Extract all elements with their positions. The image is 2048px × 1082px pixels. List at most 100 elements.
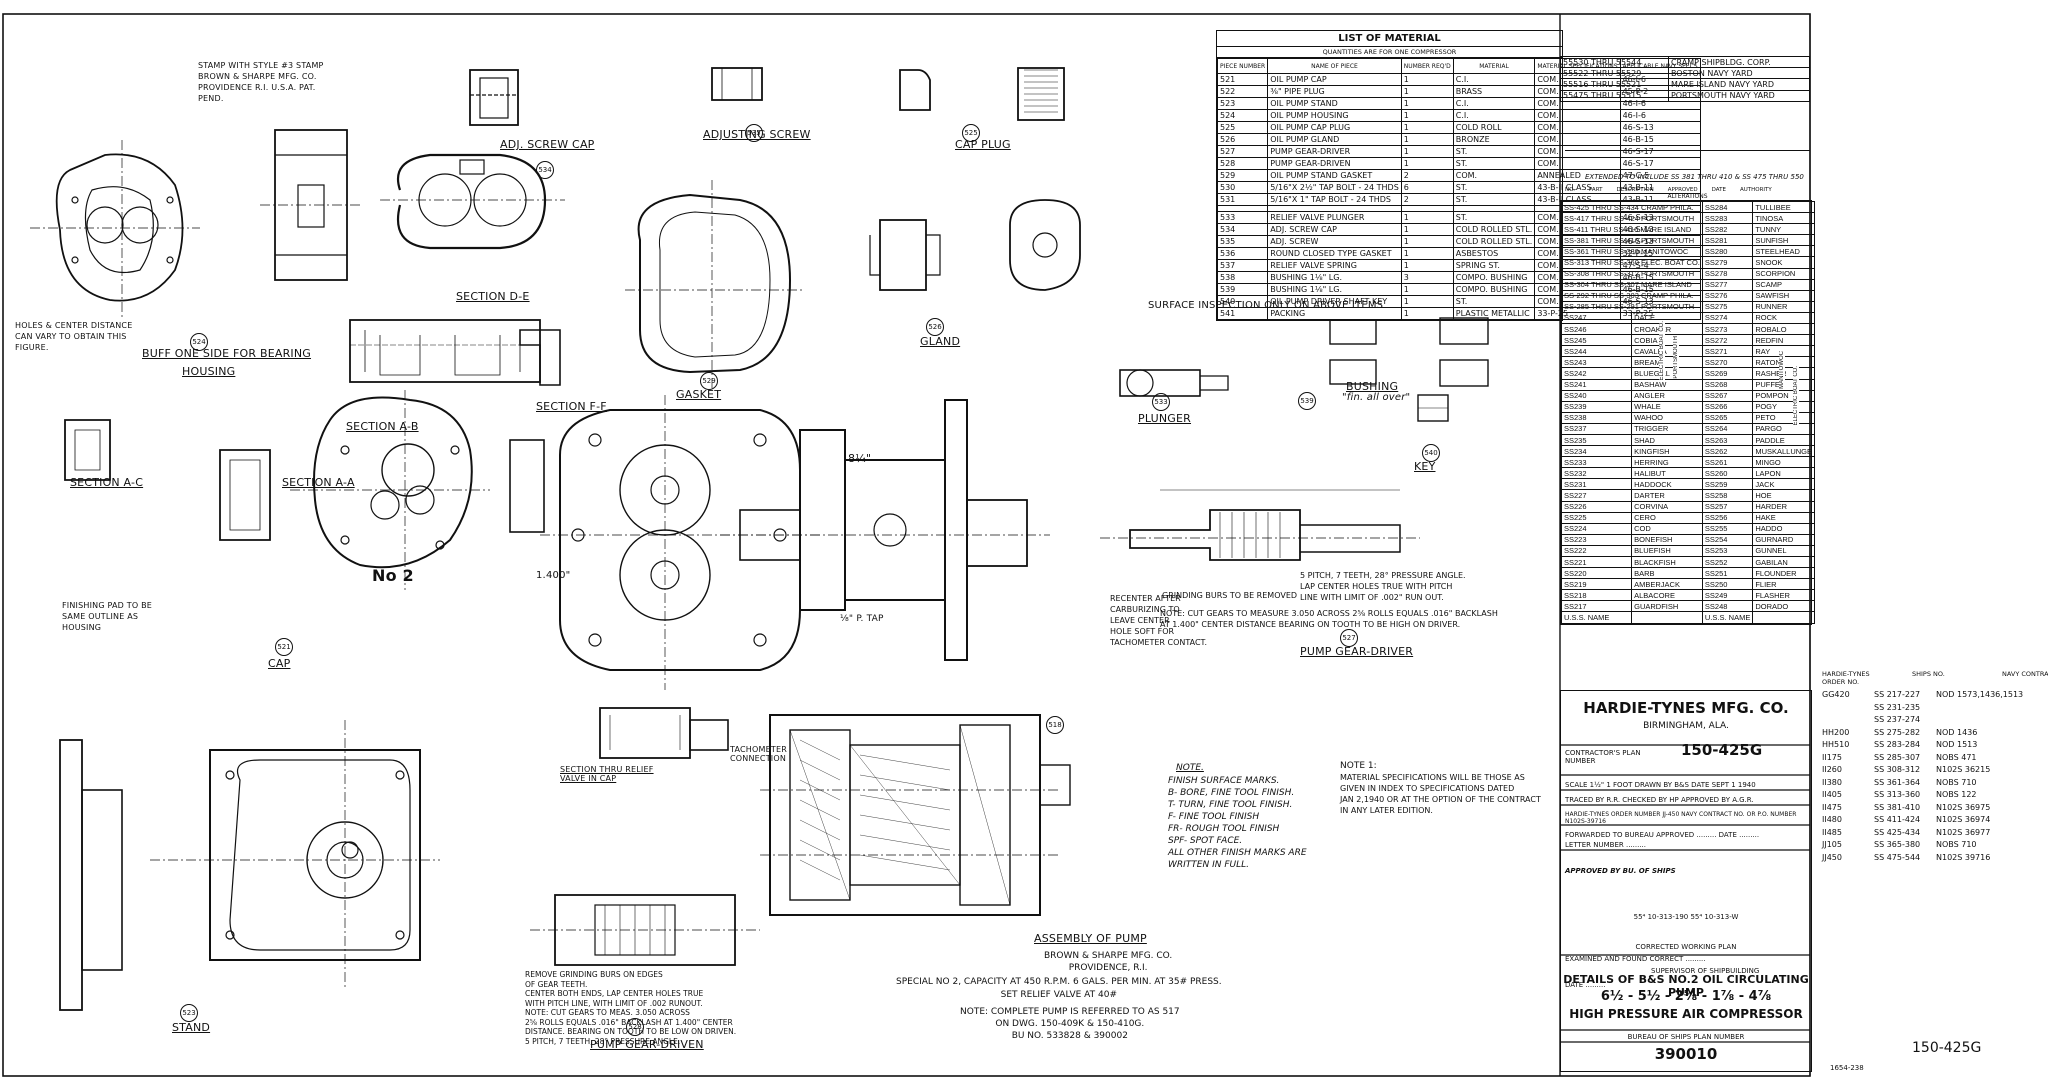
- order-cell: II480: [1822, 815, 1842, 824]
- hull-range-cell: SS-425 THRU SS-434 CRAMP PHILA.: [1561, 200, 1703, 214]
- drawing-title-line2: 6½ - 5½ - 2⅝ - 1⅞ - 4⅞: [1600, 989, 1772, 1004]
- boat-cell: SS248: [1701, 600, 1754, 613]
- boat-cell: CERO: [1631, 511, 1703, 524]
- material-cell: 531: [1216, 193, 1269, 206]
- section-ab-label: SECTION A-B: [346, 420, 419, 433]
- boat-cell: SS224: [1560, 522, 1633, 535]
- boat-cell: FLASHER: [1752, 589, 1816, 602]
- material-cell: 1: [1400, 97, 1454, 110]
- boat-cell: CORVINA: [1631, 500, 1703, 513]
- boat-cell: ANGLER: [1631, 389, 1703, 402]
- hull-range-cell: SS-285 THRU SS-291 PORTSMOUTH: [1561, 300, 1703, 313]
- pump-gear-driven-label: PUMP GEAR-DRIVEN: [590, 1038, 704, 1051]
- material-cell: 1: [1400, 259, 1454, 272]
- gland-label: GLAND: [920, 335, 961, 348]
- order-cell: SS 217-227: [1874, 690, 1921, 699]
- boat-cell: HARDER: [1752, 500, 1816, 513]
- boat-cell: SS254: [1701, 533, 1754, 546]
- boat-cell: SS252: [1701, 555, 1754, 569]
- hull-number-cell: SS282: [1701, 223, 1754, 236]
- material-cell: ST.: [1452, 181, 1536, 194]
- assembly-label: ASSEMBLY OF PUMP: [1034, 932, 1147, 945]
- material-cell: 5/16"x 1" TAP BOLT - 24 THDS: [1267, 193, 1402, 206]
- boat-cell: POMPON: [1752, 389, 1816, 402]
- boat-cell: DACE: [1631, 311, 1703, 325]
- callout-539: 539: [1298, 392, 1316, 410]
- boat-cell: SHAD: [1631, 433, 1703, 447]
- order-cell: NOd 1573,1436,1513: [1936, 690, 2024, 699]
- ships-range-cell: CRAMP SHIPBLDG. CORP.: [1667, 55, 1811, 69]
- builder-label: MANITOWOC: [1779, 351, 1785, 389]
- callout-540: 540: [1422, 444, 1440, 462]
- material-cell: COMPO. BUSHING: [1452, 283, 1536, 296]
- note1: MATERIAL SPECIFICATIONS WILL BE THOSE AS…: [1340, 773, 1541, 815]
- boat-cell: COBIA: [1631, 334, 1703, 347]
- order-cell: N102s 36977: [1936, 827, 1991, 837]
- boat-cell: SS227: [1560, 489, 1633, 502]
- boat-cell: PARGO: [1752, 422, 1816, 435]
- bushing-label: BUSHING: [1346, 380, 1399, 393]
- ships-range-cell: BOSTON NAVY YARD: [1667, 67, 1811, 80]
- boat-cell: SS260: [1701, 467, 1754, 480]
- boat-cell: BLUEGILL: [1631, 367, 1703, 380]
- boat-cell: SS272: [1701, 334, 1754, 347]
- order-row: SS 231-235: [1822, 703, 2048, 716]
- boat-cell: WHALE: [1631, 400, 1703, 413]
- section-ff-label: SECTION F-F: [536, 400, 607, 413]
- boat-cell: SS273: [1701, 323, 1754, 336]
- boat-cell: SS233: [1560, 456, 1633, 469]
- assembly-section-view: [760, 714, 1071, 916]
- boat-cell: WAHOO: [1631, 411, 1703, 424]
- hull-range-cell: SS-304 THRU SS-307 MARE ISLAND: [1561, 278, 1703, 291]
- hull-name-cell: SNOOK: [1752, 256, 1816, 269]
- stamp-note: STAMP WITH STYLE #3 STAMP BROWN & SHARPE…: [198, 61, 324, 103]
- material-cell: 3: [1400, 271, 1454, 284]
- boat-cell: CROAKER: [1631, 323, 1703, 336]
- hull-range-cell: SS-417 THRU SS-424 PORTSMOUTH: [1561, 212, 1703, 225]
- order-cell: N102s 36975: [1936, 802, 1991, 812]
- material-cell: ST.: [1452, 145, 1536, 158]
- material-column-header: NUMBER REQ'D: [1400, 58, 1454, 74]
- boat-cell: GURNARD: [1752, 533, 1816, 546]
- material-cell: COM.: [1534, 109, 1621, 122]
- material-cell: BUSHING 1⅛" LG.: [1267, 283, 1402, 296]
- letter-line: LETTER NUMBER .........: [1565, 841, 1647, 849]
- traced-line: TRACED BY R.R. CHECKED BY HP APPROVED BY…: [1565, 796, 1754, 804]
- material-cell: 533: [1216, 211, 1269, 224]
- order-cell: NOBs 471: [1936, 752, 1977, 762]
- boat-cell: FLOUNDER: [1752, 567, 1816, 580]
- boat-cell: SS237: [1560, 422, 1633, 435]
- hull-number-cell: SS278: [1701, 267, 1754, 280]
- boat-cell: FLIER: [1752, 578, 1816, 591]
- pump-gear-driver-label: PUMP GEAR-DRIVER: [1300, 645, 1414, 658]
- boat-cell: SS220: [1560, 567, 1633, 580]
- boat-cell: SS239: [1560, 400, 1633, 413]
- material-cell: C.I.: [1452, 97, 1536, 110]
- housing-view: [30, 129, 360, 320]
- boat-cell: ROCK: [1752, 311, 1816, 325]
- boat-cell: ROBALO: [1752, 323, 1816, 336]
- order-cell: SS 308-312: [1874, 765, 1921, 774]
- company-city: BIRMINGHAM, ALA.: [1643, 721, 1729, 731]
- order-cell: SS 275-282: [1874, 727, 1921, 737]
- material-cell: 529: [1216, 169, 1269, 182]
- drawing-title-line3: HIGH PRESSURE AIR COMPRESSOR: [1569, 1007, 1803, 1021]
- key-label: KEY: [1414, 460, 1436, 473]
- boat-cell: SS240: [1560, 389, 1633, 402]
- material-cell: COMPO. BUSHING: [1452, 271, 1536, 284]
- boat-cell: SS265: [1701, 411, 1754, 424]
